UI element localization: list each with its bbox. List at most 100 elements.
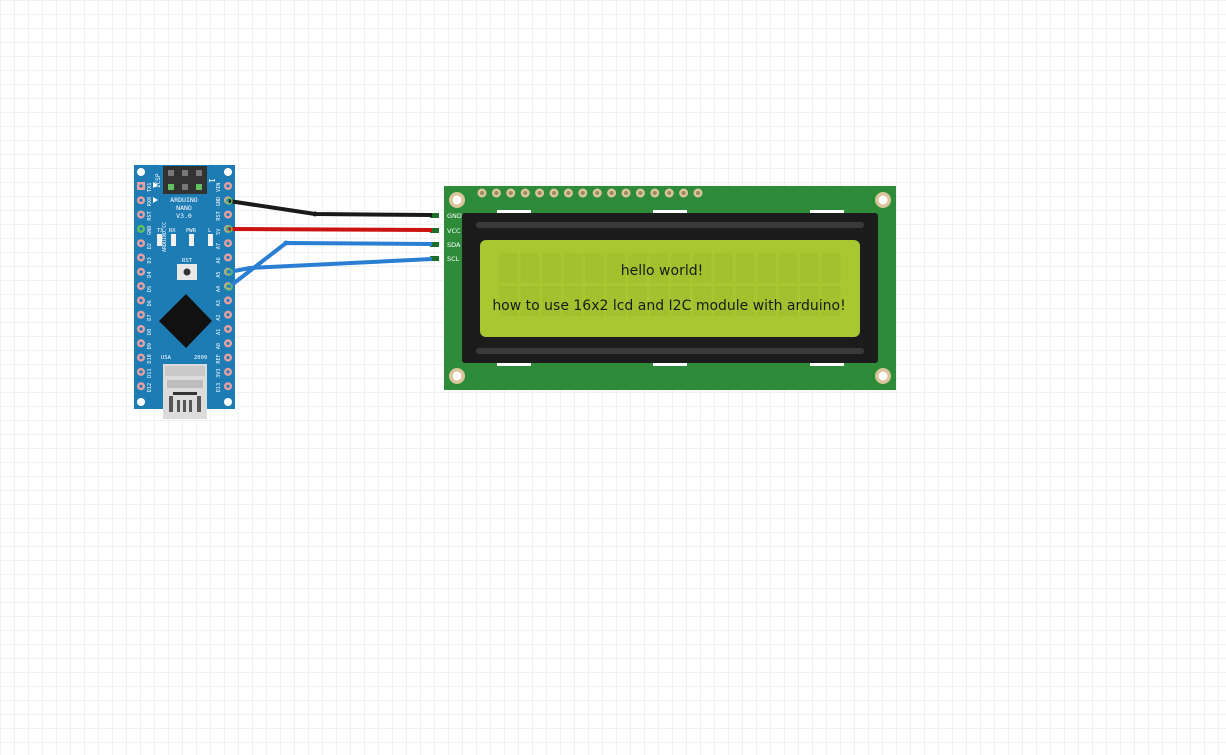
nano-pin-left-label: D5: [147, 286, 153, 292]
nano-pin-left[interactable]: D7: [137, 310, 153, 321]
lcd-char-cell: [821, 286, 841, 316]
nano-pin-left-label: RX0: [147, 197, 153, 206]
nano-pin-right[interactable]: 3V3: [216, 367, 232, 378]
nano-pin-left-label: D10: [147, 354, 153, 363]
nano-pin-left-label: D2: [147, 243, 153, 249]
mount-hole: [224, 398, 232, 406]
nano-pin-left-label: D3: [147, 257, 153, 263]
nano-pin-left-label: D8: [147, 329, 153, 335]
lcd-header-pin-hole: [580, 191, 585, 195]
board-name-1: ARDUINO: [170, 196, 197, 204]
wire-end-gnd: [225, 197, 233, 205]
lcd-char-cell: [563, 286, 583, 316]
mount-hole: [224, 168, 232, 176]
nano-pin-right-label: A7: [216, 243, 222, 249]
bezel-tabs: [497, 210, 844, 366]
nano-pin-left[interactable]: RST: [137, 210, 153, 221]
i2c-pin: [430, 228, 439, 233]
lcd-char-cell: [778, 286, 798, 316]
mount-hole: [137, 398, 145, 406]
led-pwr: [189, 234, 194, 246]
board-version: V3.0: [176, 212, 192, 220]
nano-pin-left[interactable]: GND: [137, 224, 153, 235]
wire-bend-point: [283, 240, 289, 246]
nano-pin-left[interactable]: D3: [137, 253, 153, 264]
country-label: USA: [161, 355, 172, 361]
nano-pin-left[interactable]: D6: [137, 296, 153, 306]
icsp-pins: [168, 170, 202, 190]
led-l-label: L: [208, 228, 212, 234]
nano-pin-right[interactable]: A1: [216, 325, 232, 335]
wire-gnd[interactable]: [228, 199, 433, 217]
usb-connector: [163, 364, 207, 419]
nano-pin-right[interactable]: A2: [216, 310, 232, 321]
lcd-header-pin-hole: [681, 191, 686, 195]
lcd-header-pin-hole: [624, 191, 628, 195]
wire-end-vcc: [225, 225, 233, 233]
nano-pin-right[interactable]: REF: [216, 353, 232, 364]
nano-pin-right-label: D13: [216, 383, 222, 392]
lcd-char-cell: [499, 253, 518, 283]
wire-end-scl: [225, 268, 233, 276]
i2c-connector[interactable]: GND VCC SDA SCL: [430, 212, 462, 263]
lcd-header-pin-hole: [667, 191, 672, 195]
nano-pin-right[interactable]: D13: [216, 382, 232, 392]
lcd-char-cell: [628, 286, 647, 316]
nano-pin-right[interactable]: A3: [216, 296, 232, 306]
led-tx-label: TX: [157, 228, 164, 234]
lcd-pin-gnd-label: GND: [447, 212, 462, 220]
lcd-char-cell: [563, 253, 583, 283]
lcd-line-2: how to use 16x2 lcd and I2C module with …: [492, 298, 845, 314]
lcd-header-pin-hole: [652, 191, 657, 195]
nano-pin-left[interactable]: D11: [137, 367, 153, 378]
lcd-char-cell: [585, 253, 604, 283]
nano-pin-right[interactable]: RST: [216, 210, 232, 221]
nano-pin-right-label: 5V: [216, 229, 222, 235]
nano-pin-left-label: D7: [147, 314, 153, 320]
nano-pin-left-label: D9: [147, 343, 153, 349]
nano-pin-left[interactable]: D10: [137, 353, 153, 364]
reset-button-cap: [183, 268, 191, 276]
nano-pin-right-label: REF: [216, 354, 222, 363]
wire-scl[interactable]: [228, 257, 433, 274]
bezel-rail-bottom: [476, 348, 864, 354]
lcd-char-cell: [585, 286, 604, 316]
nano-pin-left[interactable]: RX0: [137, 196, 153, 206]
nano-pin-left-label: TX1: [147, 183, 153, 192]
vendor-label: ARDUINO.CC: [162, 222, 168, 252]
lcd-char-cell: [606, 253, 626, 283]
nano-pin-left[interactable]: D12: [137, 382, 153, 392]
lcd-char-cell: [692, 286, 712, 316]
lcd-char-cell: [542, 253, 561, 283]
nano-pin-right[interactable]: A7: [216, 239, 232, 249]
wire-vcc[interactable]: [228, 227, 433, 232]
wire-bend-point: [312, 211, 318, 217]
pin1-marker: 1: [207, 178, 216, 183]
led-l: [208, 234, 213, 246]
nano-pin-right-label: A5: [216, 272, 222, 278]
nano-pin-right-label: RST: [216, 211, 222, 220]
nano-pin-right[interactable]: A0: [216, 339, 232, 349]
icsp-label: ICSP: [155, 173, 162, 188]
lcd-char-cell: [671, 253, 690, 283]
nano-pin-left[interactable]: D2: [137, 239, 153, 249]
lcd-char-cell: [714, 286, 733, 316]
lcd-char-cell: [542, 286, 561, 316]
i2c-pin: [430, 242, 439, 247]
nano-pin-left[interactable]: D8: [137, 325, 153, 335]
nano-pin-right[interactable]: A6: [216, 253, 232, 264]
bezel-rail-top: [476, 222, 864, 228]
nano-pin-left[interactable]: D9: [137, 339, 153, 349]
nano-pin-left[interactable]: D4: [137, 267, 153, 278]
lcd-char-cell: [778, 253, 798, 283]
lcd-char-cell: [735, 286, 755, 316]
nano-pin-right[interactable]: VIN: [216, 182, 232, 192]
lcd-header-pin-hole: [494, 191, 499, 195]
nano-pin-left[interactable]: TX1: [137, 182, 153, 192]
lcd-char-cell: [649, 286, 669, 316]
nano-pin-left[interactable]: D5: [137, 282, 153, 292]
lcd-module[interactable]: GND VCC SDA SCL hello world! how to use …: [430, 186, 896, 390]
led-pwr-label: PWR: [186, 228, 197, 234]
lcd-header-pin-hole: [566, 191, 571, 195]
